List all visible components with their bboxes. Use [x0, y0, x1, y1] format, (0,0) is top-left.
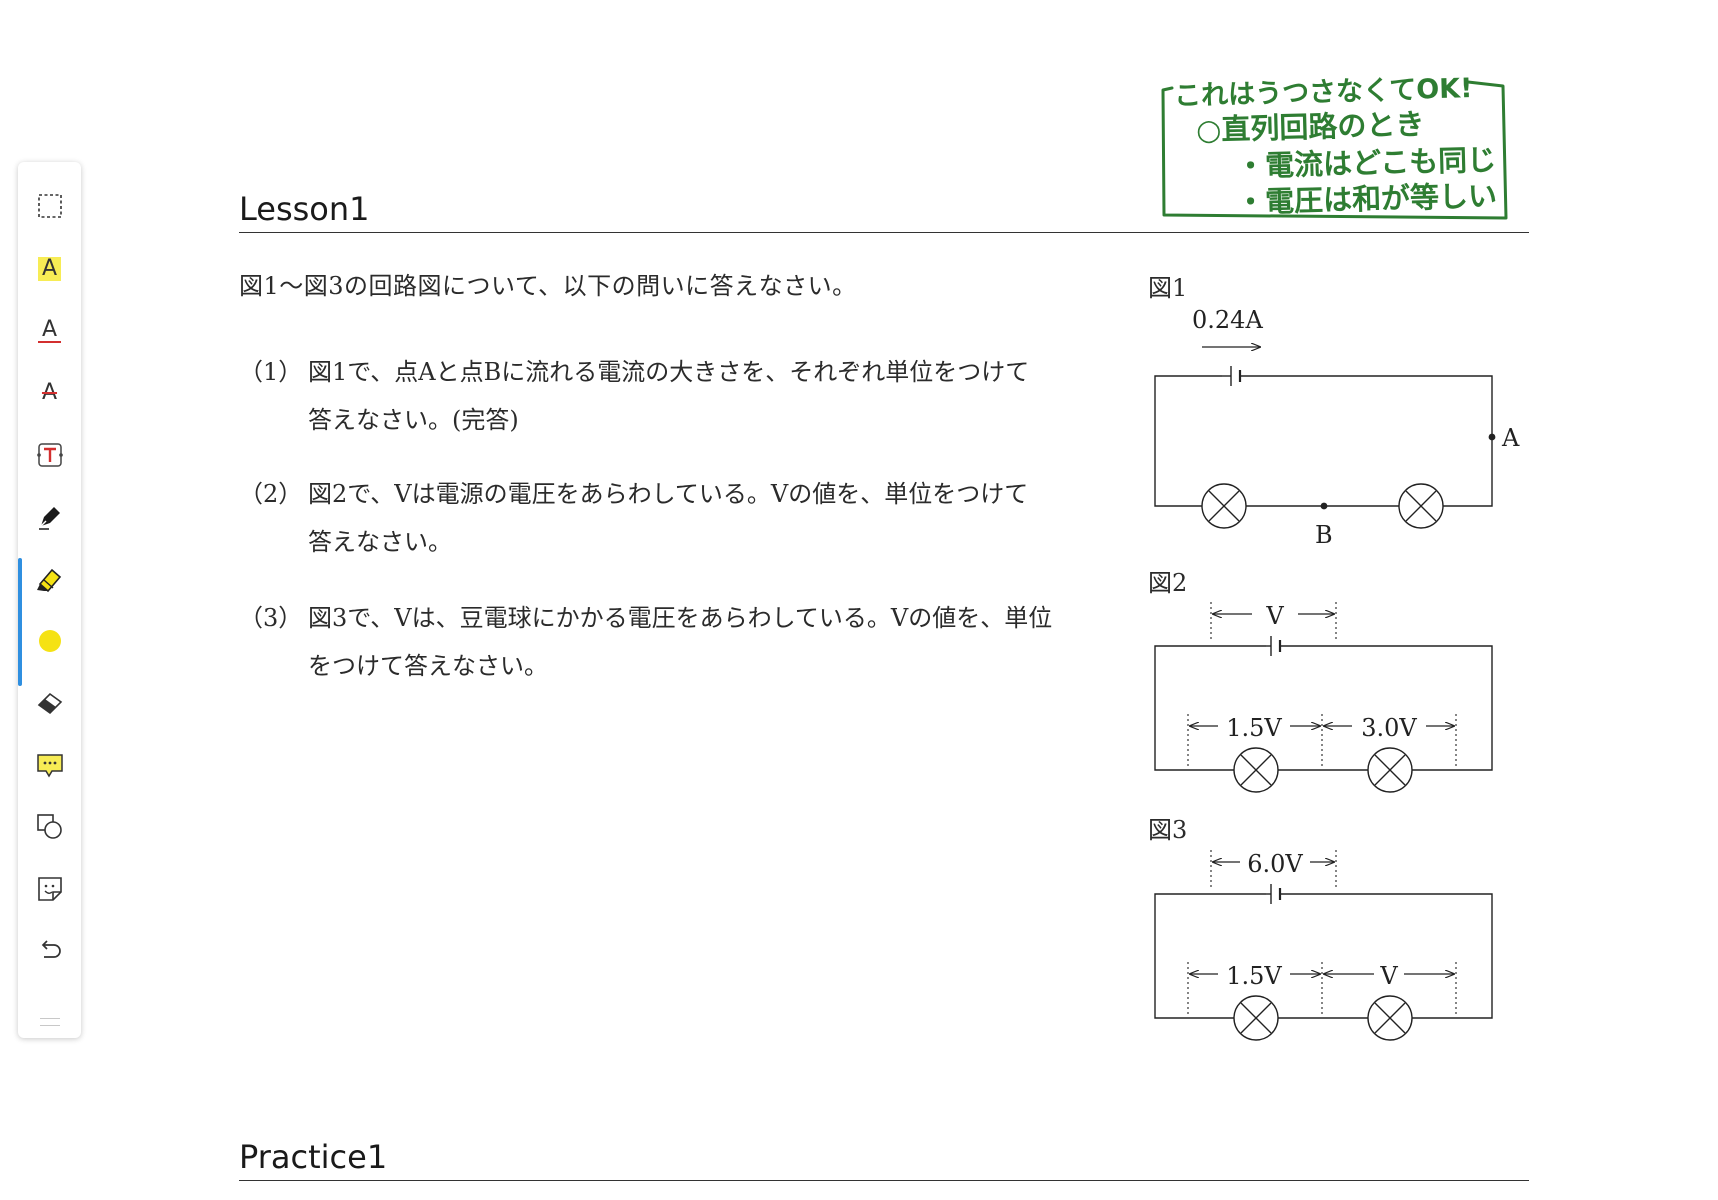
bulb-voltage-label: V [1379, 962, 1398, 990]
eraser-tool-button[interactable] [18, 676, 81, 730]
question-2: （2） 図2で、Vは電源の電圧をあらわしている。Vの値を、単位をつけて 答えなさ… [239, 470, 1119, 566]
eraser-icon [37, 692, 62, 715]
lesson-intro: 図1～図3の回路図について、以下の問いに答えなさい。 [239, 272, 857, 300]
figure-2-circuit: V 1.5V 3.0V [1154, 602, 1493, 793]
color-dot-icon [38, 630, 61, 652]
active-tool-indicator [18, 558, 22, 686]
strikethrough-a-icon: A [41, 380, 58, 405]
bulb-symbol [1367, 995, 1413, 1041]
question-3: （3） 図3で、Vは、豆電球にかかる電圧をあらわしている。Vの値を、単位 をつけ… [239, 594, 1119, 690]
figure-3-circuit: 6.0V 1.5V V [1154, 850, 1493, 1041]
figure-1-circuit: 0.24A A B [1154, 306, 1520, 549]
question-number: （1） [239, 358, 303, 386]
source-voltage-label: 6.0V [1247, 850, 1303, 878]
bulb-voltage-label: 1.5V [1226, 962, 1282, 990]
bulb-symbol [1233, 747, 1279, 793]
question-number: （2） [239, 480, 303, 508]
point-b-label: B [1315, 521, 1333, 549]
circuit-wire [1154, 375, 1493, 507]
handwritten-note[interactable]: これはうつさなくてOK! ○直列回路のとき ・電流はどこも同じ ・電圧は和が等し… [1160, 70, 1512, 224]
lesson-heading: Lesson1 [239, 190, 1529, 233]
toolbar-drag-handle[interactable] [40, 1018, 60, 1026]
color-picker-button[interactable] [18, 614, 81, 668]
text-box-tool-button[interactable] [18, 428, 81, 482]
figure-2-label: 図2 [1148, 569, 1188, 597]
text-strikethrough-tool-button[interactable]: A [18, 366, 81, 420]
comment-icon [36, 754, 63, 778]
figure-3-label: 図3 [1148, 816, 1188, 844]
bulb-symbol [1233, 995, 1279, 1041]
question-number: （3） [239, 604, 303, 632]
question-line: 図1で、点Aと点Bに流れる電流の大きさを、それぞれ単位をつけて [308, 358, 1030, 386]
source-voltage-label: V [1265, 602, 1284, 630]
pen-tool-button[interactable] [18, 490, 81, 544]
question-line: をつけて答えなさい。 [308, 652, 548, 680]
circuit-wire [1154, 893, 1493, 1019]
question-line: 図3で、Vは、豆電球にかかる電圧をあらわしている。Vの値を、単位 [308, 604, 1053, 632]
undo-button[interactable] [18, 924, 81, 978]
bulb-symbol [1367, 747, 1413, 793]
bulb-symbol [1398, 483, 1444, 529]
note-line: ・電圧は和が等しい [1235, 178, 1498, 220]
underline-a-icon: A [37, 319, 62, 343]
circuit-wire [1154, 645, 1493, 771]
select-tool-button[interactable] [18, 179, 81, 233]
note-frame [1161, 80, 1508, 220]
bulb-voltage-label: 1.5V [1226, 714, 1282, 742]
point-a-label: A [1501, 424, 1520, 452]
highlight-a-icon: A [37, 257, 62, 281]
bulb-voltage-label: 3.0V [1361, 714, 1417, 742]
pen-icon [38, 507, 60, 530]
undo-icon [41, 940, 61, 958]
question-line: 図2で、Vは電源の電圧をあらわしている。Vの値を、単位をつけて [308, 480, 1029, 508]
text-box-t-icon [36, 443, 63, 467]
shapes-tool-button[interactable] [18, 800, 81, 854]
question-line: 答えなさい。(完答) [308, 406, 519, 434]
sticker-tool-button[interactable] [18, 862, 81, 916]
figure-1-label: 図1 [1148, 274, 1188, 302]
dashed-rectangle-select-icon [37, 194, 62, 218]
annotation-toolbar: A A A [18, 162, 81, 1038]
comment-tool-button[interactable] [18, 738, 81, 792]
question-line: 答えなさい。 [308, 528, 452, 556]
point-a-dot [1488, 433, 1496, 441]
shapes-icon [36, 814, 62, 839]
point-b-dot [1320, 502, 1328, 510]
practice-heading: Practice1 [239, 1138, 1529, 1181]
text-highlight-tool-button[interactable]: A [18, 242, 81, 296]
current-label: 0.24A [1192, 306, 1263, 334]
bulb-symbol [1201, 483, 1247, 529]
highlighter-icon [36, 568, 61, 593]
highlighter-tool-button[interactable] [18, 552, 81, 606]
text-underline-tool-button[interactable]: A [18, 304, 81, 358]
sticker-icon [37, 877, 62, 901]
question-1: （1） 図1で、点Aと点Bに流れる電流の大きさを、それぞれ単位をつけて 答えなさ… [239, 348, 1119, 444]
